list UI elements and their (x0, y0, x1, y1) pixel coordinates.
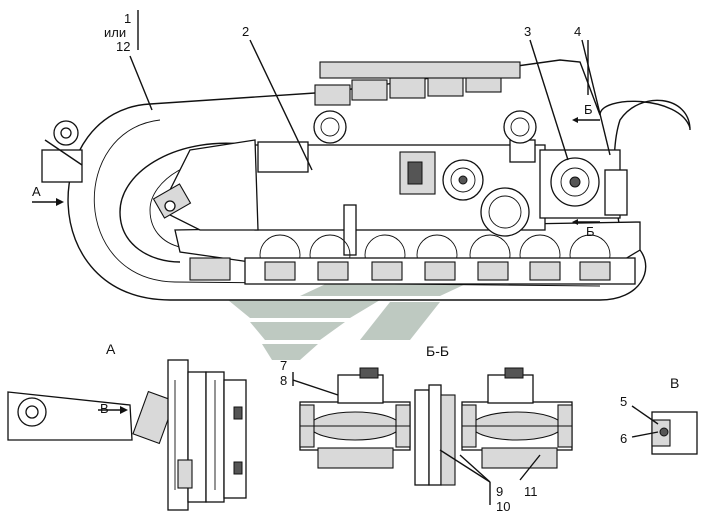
label-part-2: 2 (242, 24, 249, 39)
top-track-shoes (314, 61, 521, 106)
label-part-ili: или (104, 25, 126, 40)
top-roller-right (503, 110, 537, 144)
label-part-10: 10 (496, 499, 510, 514)
label-section-bb-title: Б-Б (426, 343, 449, 359)
label-view-a-arrow: А (32, 184, 41, 199)
label-part-7: 7 (280, 358, 287, 373)
label-part-5: 5 (620, 394, 627, 409)
view-a (7, 359, 247, 511)
view-v (631, 405, 698, 455)
top-roller-left (313, 110, 347, 144)
label-section-b-bottom: Б (586, 224, 595, 239)
label-part-12: 12 (116, 39, 130, 54)
section-bb (292, 367, 573, 505)
label-part-4: 4 (574, 24, 581, 39)
watermark-logo (228, 282, 470, 360)
label-part-6: 6 (620, 431, 627, 446)
main-view (32, 10, 691, 301)
label-view-a-title: А (106, 341, 116, 357)
label-section-b-top: Б (584, 102, 593, 117)
label-part-9: 9 (496, 484, 503, 499)
bottom-track-shoes (189, 257, 636, 285)
label-view-v-title: В (670, 375, 679, 391)
label-part-11: 11 (524, 484, 538, 499)
label-part-8: 8 (280, 373, 287, 388)
label-view-v-arrow: В (100, 401, 109, 416)
label-part-3: 3 (524, 24, 531, 39)
label-part-1: 1 (124, 11, 131, 26)
